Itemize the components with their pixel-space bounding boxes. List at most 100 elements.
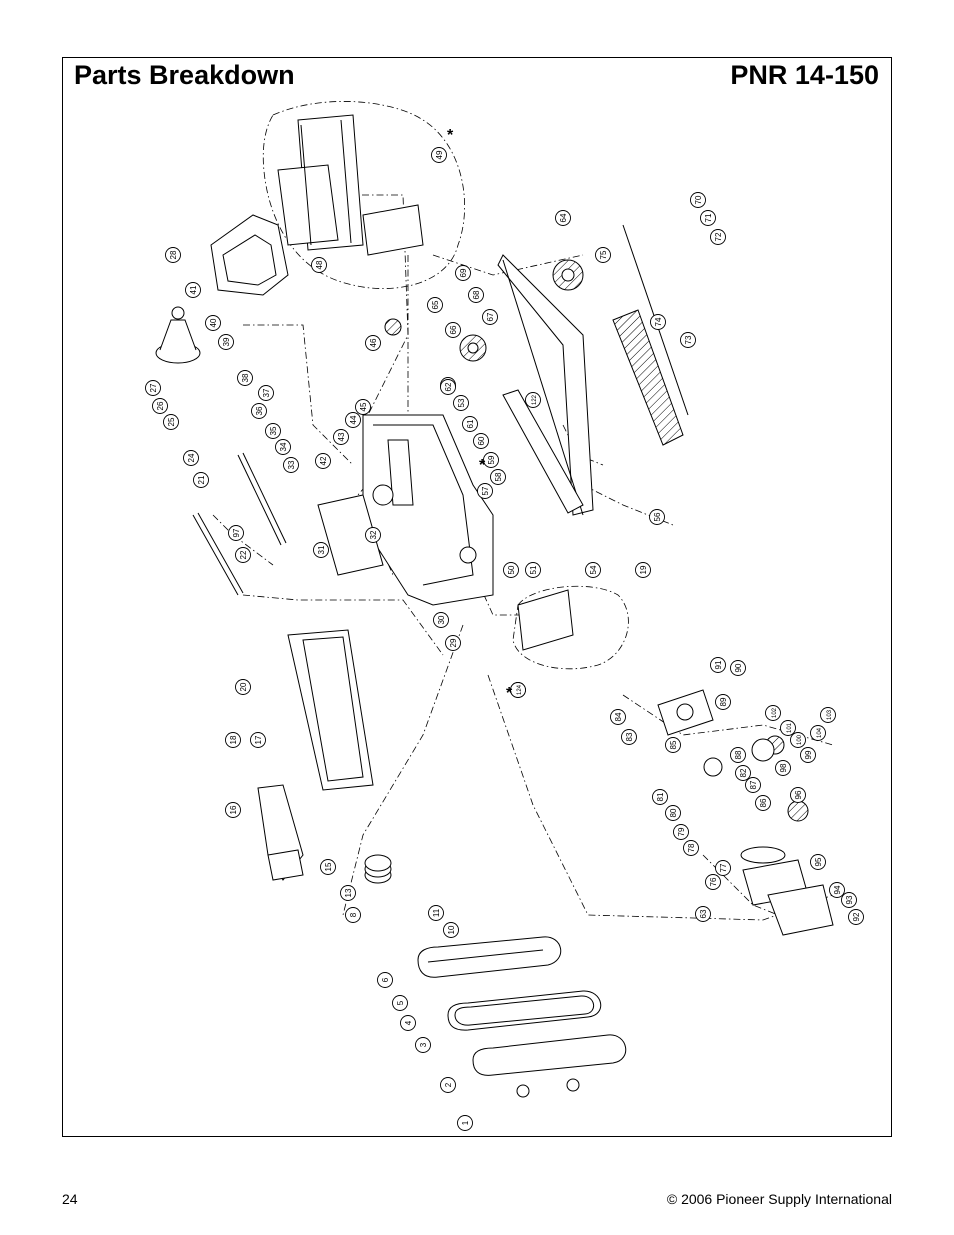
callout-66: 66 (445, 322, 461, 338)
svg-text:41: 41 (189, 285, 198, 294)
svg-text:29: 29 (449, 638, 458, 647)
callout-69: 69 (455, 265, 471, 281)
svg-text:76: 76 (709, 877, 718, 886)
copyright-notice: © 2006 Pioneer Supply International (666, 1191, 892, 1207)
callout-51: 51 (525, 562, 541, 578)
callout-26: 26 (152, 398, 168, 414)
callout-25: 25 (163, 414, 179, 430)
svg-text:77: 77 (719, 863, 728, 872)
callout-38: 38 (237, 370, 253, 386)
svg-text:98: 98 (779, 763, 788, 772)
svg-text:95: 95 (814, 857, 823, 866)
callout-71: 71 (700, 210, 716, 226)
callout-45: 45 (355, 399, 371, 415)
callout-83: 83 (621, 729, 637, 745)
callout-95: 95 (810, 854, 826, 870)
parts-breakdown-diagram: 1234568101113151617181920212224252627282… (145, 101, 864, 1131)
svg-text:100: 100 (797, 734, 803, 745)
callout-122: 122 (525, 392, 541, 408)
svg-text:68: 68 (472, 290, 481, 299)
callout-89: 89 (715, 694, 731, 710)
callout-86: 86 (755, 795, 771, 811)
svg-text:26: 26 (156, 401, 165, 410)
svg-text:88: 88 (734, 750, 743, 759)
callout-77: 77 (715, 860, 731, 876)
asterisk-mark: * (479, 457, 486, 474)
svg-text:104: 104 (817, 727, 823, 738)
callout-101: 101 (780, 720, 796, 736)
svg-text:42: 42 (319, 456, 328, 465)
svg-text:91: 91 (714, 660, 723, 669)
svg-text:22: 22 (239, 550, 248, 559)
svg-text:94: 94 (833, 885, 842, 894)
callout-59: 59 (483, 452, 499, 468)
svg-text:13: 13 (344, 888, 353, 897)
callout-27: 27 (145, 380, 161, 396)
callout-65: 65 (427, 297, 443, 313)
svg-text:83: 83 (625, 732, 634, 741)
svg-text:17: 17 (254, 735, 263, 744)
page-border (62, 57, 892, 1137)
model-number: PNR 14-150 (730, 60, 879, 90)
part-drawings (155, 114, 834, 1098)
callout-98: 98 (775, 760, 791, 776)
svg-text:92: 92 (852, 912, 861, 921)
svg-text:6: 6 (381, 977, 390, 982)
svg-text:93: 93 (845, 895, 854, 904)
callout-50: 50 (503, 562, 519, 578)
svg-text:57: 57 (481, 486, 490, 495)
callout-34: 34 (275, 439, 291, 455)
svg-text:25: 25 (167, 417, 176, 426)
svg-text:28: 28 (169, 250, 178, 259)
svg-text:63: 63 (699, 909, 708, 918)
callout-96: 96 (790, 787, 806, 803)
callout-68: 68 (468, 287, 484, 303)
svg-text:51: 51 (529, 565, 538, 574)
svg-text:36: 36 (255, 406, 264, 415)
svg-text:16: 16 (229, 805, 238, 814)
callout-78: 78 (683, 840, 699, 856)
svg-text:69: 69 (459, 268, 468, 277)
svg-text:35: 35 (269, 426, 278, 435)
svg-text:11: 11 (432, 908, 441, 917)
svg-text:87: 87 (749, 780, 758, 789)
svg-text:43: 43 (337, 432, 346, 441)
callout-31: 31 (313, 542, 329, 558)
svg-text:62: 62 (444, 382, 453, 391)
callout-20: 20 (235, 679, 251, 695)
callout-41: 41 (185, 282, 201, 298)
svg-text:67: 67 (486, 312, 495, 321)
callout-44: 44 (345, 412, 361, 428)
svg-text:38: 38 (241, 373, 250, 382)
callout-88: 88 (730, 747, 746, 763)
callout-16: 16 (225, 802, 241, 818)
callout-46: 46 (365, 335, 381, 351)
callout-87: 87 (745, 777, 761, 793)
callout-102: 102 (765, 705, 781, 721)
svg-text:85: 85 (669, 740, 678, 749)
callout-6: 6 (377, 972, 393, 988)
callout-92: 92 (848, 909, 864, 925)
callout-54: 54 (585, 562, 601, 578)
callout-33: 33 (283, 457, 299, 473)
svg-text:103: 103 (827, 709, 833, 720)
callout-75: 75 (595, 247, 611, 263)
callout-85: 85 (665, 737, 681, 753)
svg-text:8: 8 (349, 912, 358, 917)
svg-text:46: 46 (369, 338, 378, 347)
svg-text:65: 65 (431, 300, 440, 309)
svg-text:53: 53 (457, 398, 466, 407)
callout-72: 72 (710, 229, 726, 245)
callout-8: 8 (345, 907, 361, 923)
svg-text:97: 97 (232, 528, 241, 537)
svg-text:39: 39 (222, 337, 231, 346)
callout-74: 74 (650, 314, 666, 330)
svg-text:74: 74 (654, 317, 663, 326)
callout-93: 93 (841, 892, 857, 908)
svg-text:40: 40 (209, 318, 218, 327)
callout-73: 73 (680, 332, 696, 348)
callout-36: 36 (251, 403, 267, 419)
callout-10: 10 (443, 922, 459, 938)
svg-text:60: 60 (477, 436, 486, 445)
callout-2: 2 (440, 1077, 456, 1093)
